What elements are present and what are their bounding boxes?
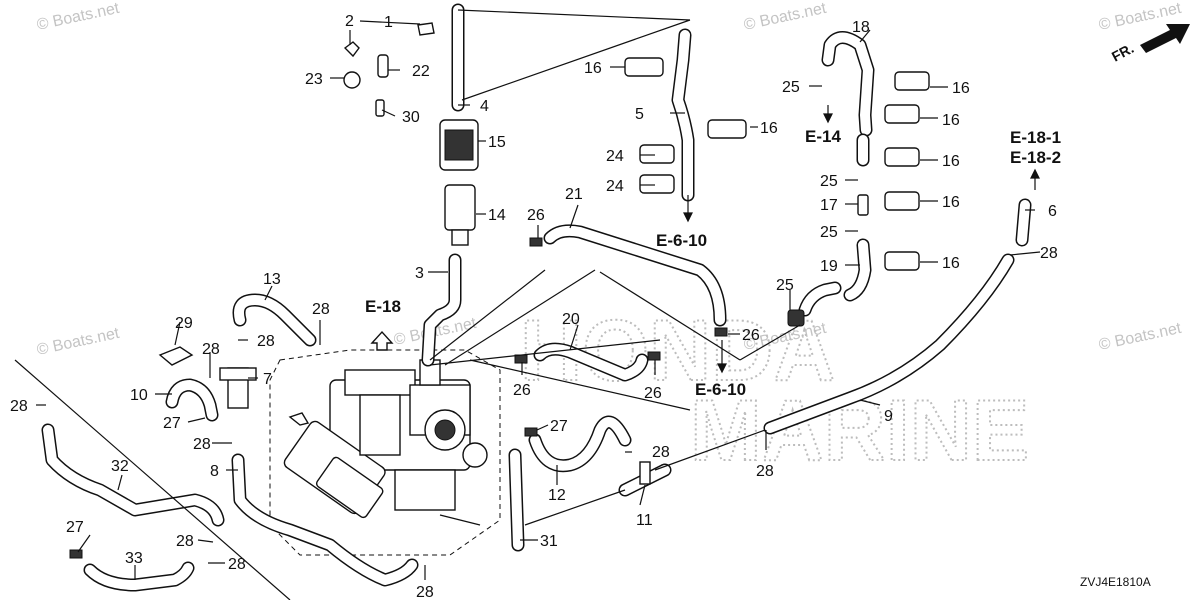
front-arrow-icon: [1140, 24, 1190, 53]
callout-23: 23: [305, 71, 323, 88]
callout-27: 27: [163, 415, 181, 432]
callout-21: 21: [565, 186, 583, 203]
callout-8: 8: [210, 463, 219, 480]
ref-e610-top: E-6-10: [656, 231, 707, 250]
grommet-23: [343, 71, 361, 89]
callout-17: 17: [820, 197, 838, 214]
callout-26: 26: [527, 207, 545, 224]
callout-28: 28: [193, 436, 211, 453]
up-arrow-icon: [370, 330, 394, 351]
watermark-text: © Boats.net: [35, 0, 121, 34]
callout-11: 11: [636, 512, 653, 529]
reference-labels: E-18 E-14 E-6-10 E-6-10 E-18-1 E-18-2: [365, 127, 1061, 399]
callout-9: 9: [884, 408, 893, 425]
callout-3: 3: [415, 265, 424, 282]
callout-28: 28: [10, 398, 28, 415]
callout-1: 1: [384, 14, 393, 31]
callout-5: 5: [635, 106, 644, 123]
joint-11: [639, 461, 651, 485]
callout-25: 25: [776, 277, 794, 294]
callout-28: 28: [312, 301, 330, 318]
leader-lines: [14, 9, 1041, 600]
callout-28: 28: [257, 333, 275, 350]
callout-25: 25: [782, 79, 800, 96]
callout-32: 32: [111, 458, 129, 475]
callout-29: 29: [175, 315, 193, 332]
callout-26: 26: [644, 385, 662, 402]
callout-28: 28: [202, 341, 220, 358]
callout-27: 27: [66, 519, 84, 536]
callout-16: 16: [942, 194, 960, 211]
callout-31: 31: [540, 533, 558, 550]
watermark-text: © Boats.net: [35, 325, 121, 359]
callout-6: 6: [1048, 203, 1057, 220]
callout-4: 4: [480, 98, 489, 115]
callout-10: 10: [130, 387, 148, 404]
ref-e181: E-18-1: [1010, 128, 1061, 147]
callout-28: 28: [756, 463, 774, 480]
callout-14: 14: [488, 207, 506, 224]
callout-15: 15: [488, 134, 506, 151]
diagram-code: ZVJ4E1810A: [1080, 575, 1151, 589]
part-callouts: 1 2 3 4 5 6 7 8 9 10 11 12 13 14 15 16 1…: [10, 13, 1058, 600]
callout-24: 24: [606, 148, 624, 165]
fuel-pump-assembly: [283, 359, 488, 526]
callout-18: 18: [852, 19, 870, 36]
hoses: [41, 3, 1032, 592]
callout-7: 7: [263, 371, 272, 388]
ref-e18: E-18: [365, 297, 401, 316]
callout-30: 30: [402, 109, 420, 126]
callout-25: 25: [820, 173, 838, 190]
callout-16: 16: [942, 153, 960, 170]
front-direction-indicator: FR.: [1109, 24, 1190, 65]
check-valve-22: [377, 54, 389, 78]
callout-12: 12: [548, 487, 566, 504]
callout-26: 26: [513, 382, 531, 399]
callout-24: 24: [606, 178, 624, 195]
callout-16: 16: [952, 80, 970, 97]
watermark-text: © Boats.net: [742, 0, 828, 34]
callout-28: 28: [652, 444, 670, 461]
callout-16: 16: [760, 120, 778, 137]
callout-33: 33: [125, 550, 143, 567]
callout-27: 27: [550, 418, 568, 435]
callout-22: 22: [412, 63, 430, 80]
filters-and-fittings: [69, 22, 930, 559]
callout-25: 25: [820, 224, 838, 241]
callout-2: 2: [345, 13, 354, 30]
callout-19: 19: [820, 258, 838, 275]
ref-e610-mid: E-6-10: [695, 380, 746, 399]
joint-17: [857, 194, 869, 216]
callout-16: 16: [584, 60, 602, 77]
callout-26: 26: [742, 327, 760, 344]
callout-16: 16: [942, 112, 960, 129]
fuel-filter-14: [444, 184, 476, 231]
callout-13: 13: [263, 271, 281, 288]
callout-20: 20: [562, 311, 580, 328]
ref-e182: E-18-2: [1010, 148, 1061, 167]
front-label: FR.: [1109, 40, 1136, 65]
callout-28: 28: [416, 584, 434, 600]
callout-16: 16: [942, 255, 960, 272]
callout-28: 28: [1040, 245, 1058, 262]
engine-outline: [269, 349, 501, 556]
watermark-text: © Boats.net: [1097, 320, 1183, 354]
ref-e14: E-14: [805, 127, 841, 146]
callout-28: 28: [228, 556, 246, 573]
callout-28: 28: [176, 533, 194, 550]
